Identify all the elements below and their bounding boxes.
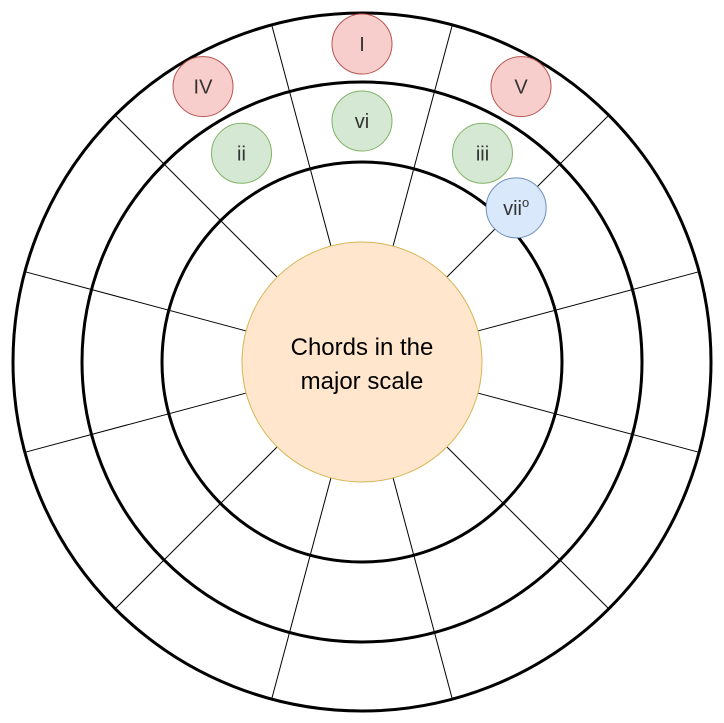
chord-circle — [172, 56, 234, 118]
segment-divider — [392, 24, 453, 247]
segment-divider — [114, 114, 278, 278]
chord-label: I — [359, 34, 365, 56]
center-label-line-2: major scale — [301, 368, 424, 395]
segment-dividers — [24, 24, 700, 700]
segment-divider — [446, 446, 610, 610]
chord-node: I — [331, 13, 393, 75]
chord-circle — [452, 122, 513, 184]
chord-circle — [211, 122, 272, 184]
chord-node: ii — [211, 122, 272, 184]
segment-divider — [24, 271, 247, 332]
segment-divider — [24, 392, 247, 453]
center-circle — [241, 241, 483, 483]
chord-node: iii — [452, 122, 513, 184]
segment-divider — [271, 24, 332, 247]
chord-circle — [490, 56, 552, 118]
chord-label: vi — [355, 111, 369, 133]
middle-ring — [80, 80, 644, 644]
chord-node: V — [490, 56, 552, 118]
outer-ring — [11, 11, 713, 713]
chord-circle — [485, 177, 547, 239]
chord-label: iii — [476, 143, 489, 165]
segment-divider — [114, 446, 278, 610]
chord-circle — [331, 13, 393, 75]
center-hub: Chords in the major scale — [241, 241, 483, 483]
inner-ring — [160, 160, 564, 564]
chord-node: vi — [331, 90, 393, 152]
chord-node: IV — [172, 56, 234, 118]
chord-label: V — [514, 77, 528, 99]
chord-superscript: o — [522, 195, 529, 210]
segment-divider — [271, 477, 332, 700]
chord-circle — [331, 90, 393, 152]
center-label-line-1: Chords in the — [291, 334, 434, 361]
segment-divider — [477, 392, 700, 453]
segment-divider — [392, 477, 453, 700]
segment-divider — [477, 271, 700, 332]
chord-label: ii — [237, 143, 246, 165]
chord-label: IV — [194, 77, 214, 99]
chord-node: viio — [485, 177, 547, 239]
